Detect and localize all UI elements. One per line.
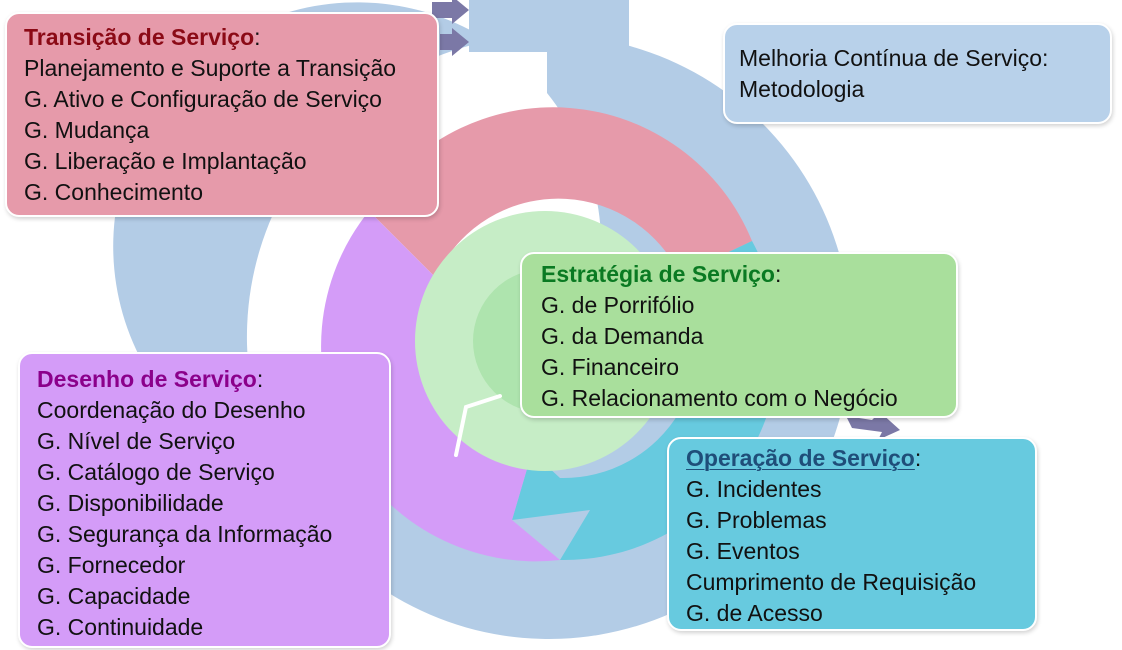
list-item: G. Liberação e Implantação bbox=[24, 148, 307, 174]
desenho-box: Desenho de Serviço: Coordenação do Desen… bbox=[18, 352, 391, 648]
list-item: Coordenação do Desenho bbox=[37, 397, 306, 423]
melhoria-line: Metodologia bbox=[739, 76, 865, 102]
estrategia-box: Estratégia de Serviço: G. de Porrifólio … bbox=[520, 252, 958, 418]
list-item: G. Fornecedor bbox=[37, 552, 186, 578]
melhoria-line: Melhoria Contínua de Serviço: bbox=[739, 45, 1049, 71]
list-item: Planejamento e Suporte a Transição bbox=[24, 55, 397, 81]
small-arrow-icon bbox=[432, 0, 469, 24]
list-item: G. Conhecimento bbox=[24, 179, 203, 205]
estrategia-list: G. de Porrifólio G. da Demanda G. Financ… bbox=[541, 290, 946, 414]
small-arrow-icon bbox=[846, 412, 900, 440]
outer-ring-tab bbox=[469, 0, 629, 52]
list-item: G. Incidentes bbox=[686, 476, 822, 502]
list-item: Cumprimento de Requisição bbox=[686, 569, 977, 595]
transicao-title: Transição de Serviço bbox=[24, 24, 255, 50]
list-item: G. Eventos bbox=[686, 538, 800, 564]
operacao-list: G. Incidentes G. Problemas G. Eventos Cu… bbox=[686, 474, 1027, 629]
transicao-heading: Transição de Serviço: bbox=[24, 22, 427, 53]
list-item: G. Segurança da Informação bbox=[37, 521, 333, 547]
estrategia-heading: Estratégia de Serviço: bbox=[541, 259, 946, 290]
list-item: G. Relacionamento com o Negócio bbox=[541, 385, 898, 411]
operacao-title-suffix: : bbox=[914, 445, 922, 471]
inner-cycle-arrow-icon bbox=[454, 394, 502, 457]
desenho-list: Coordenação do Desenho G. Nível de Servi… bbox=[37, 395, 381, 643]
list-item: G. de Porrifólio bbox=[541, 292, 695, 318]
estrategia-title: Estratégia de Serviço bbox=[541, 261, 775, 287]
transicao-list: Planejamento e Suporte a Transição G. At… bbox=[24, 53, 427, 208]
list-item: G. de Acesso bbox=[686, 600, 823, 626]
operacao-box: Operação de Serviço: G. Incidentes G. Pr… bbox=[667, 437, 1037, 631]
list-item: G. da Demanda bbox=[541, 323, 704, 349]
transicao-title-suffix: : bbox=[254, 24, 261, 50]
list-item: G. Problemas bbox=[686, 507, 827, 533]
desenho-title: Desenho de Serviço bbox=[37, 366, 257, 392]
small-arrow-icon bbox=[440, 28, 469, 56]
list-item: G. Disponibilidade bbox=[37, 490, 224, 516]
list-item: G. Nível de Serviço bbox=[37, 428, 236, 454]
list-item: G. Continuidade bbox=[37, 614, 204, 640]
list-item: G. Ativo e Configuração de Serviço bbox=[24, 86, 382, 112]
operacao-heading: Operação de Serviço: bbox=[686, 443, 1027, 474]
transicao-ring-segment bbox=[369, 107, 752, 278]
operacao-title: Operação de Serviço bbox=[686, 445, 915, 471]
melhoria-box: Melhoria Contínua de Serviço: Metodologi… bbox=[723, 23, 1112, 124]
desenho-title-suffix: : bbox=[256, 366, 264, 392]
estrategia-title-suffix: : bbox=[774, 261, 782, 287]
list-item: G. Mudança bbox=[24, 117, 150, 143]
list-item: G. Catálogo de Serviço bbox=[37, 459, 275, 485]
list-item: G. Financeiro bbox=[541, 354, 680, 380]
list-item: G. Capacidade bbox=[37, 583, 191, 609]
desenho-heading: Desenho de Serviço: bbox=[37, 364, 381, 395]
transicao-box: Transição de Serviço: Planejamento e Sup… bbox=[5, 12, 439, 217]
